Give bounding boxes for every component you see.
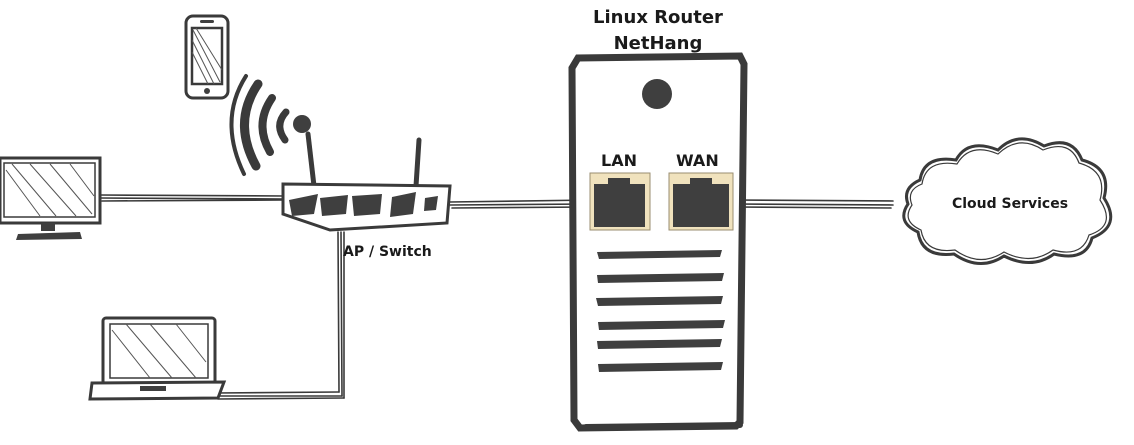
- linux-router-device: Linux Router NetHang LAN WAN: [568, 7, 748, 432]
- wifi-signal-icon: [229, 74, 311, 176]
- smartphone-icon: [184, 14, 230, 100]
- router-title-line2: NetHang: [614, 33, 703, 54]
- wire-monitor-switch: [99, 194, 286, 202]
- desktop-monitor-icon: [0, 156, 102, 240]
- wan-ethernet-port-icon: [668, 172, 734, 231]
- cloud-label: Cloud Services: [952, 196, 1068, 212]
- laptop-icon: [88, 316, 227, 401]
- wan-port-label: WAN: [676, 151, 719, 170]
- wire-laptop-switch: [215, 231, 345, 400]
- wire-router-cloud: [734, 199, 894, 209]
- switch-label: AP / Switch: [343, 244, 432, 260]
- lan-port-label: LAN: [601, 151, 637, 170]
- ap-switch-device: AP / Switch: [281, 131, 452, 260]
- cloud-services-icon: Cloud Services: [902, 137, 1113, 265]
- power-button-icon: [642, 79, 672, 109]
- wires: [99, 194, 894, 400]
- lan-ethernet-port-icon: [589, 172, 651, 231]
- wire-switch-router: [449, 199, 593, 209]
- router-vent-slots: [596, 250, 725, 372]
- router-title-line1: Linux Router: [593, 7, 723, 28]
